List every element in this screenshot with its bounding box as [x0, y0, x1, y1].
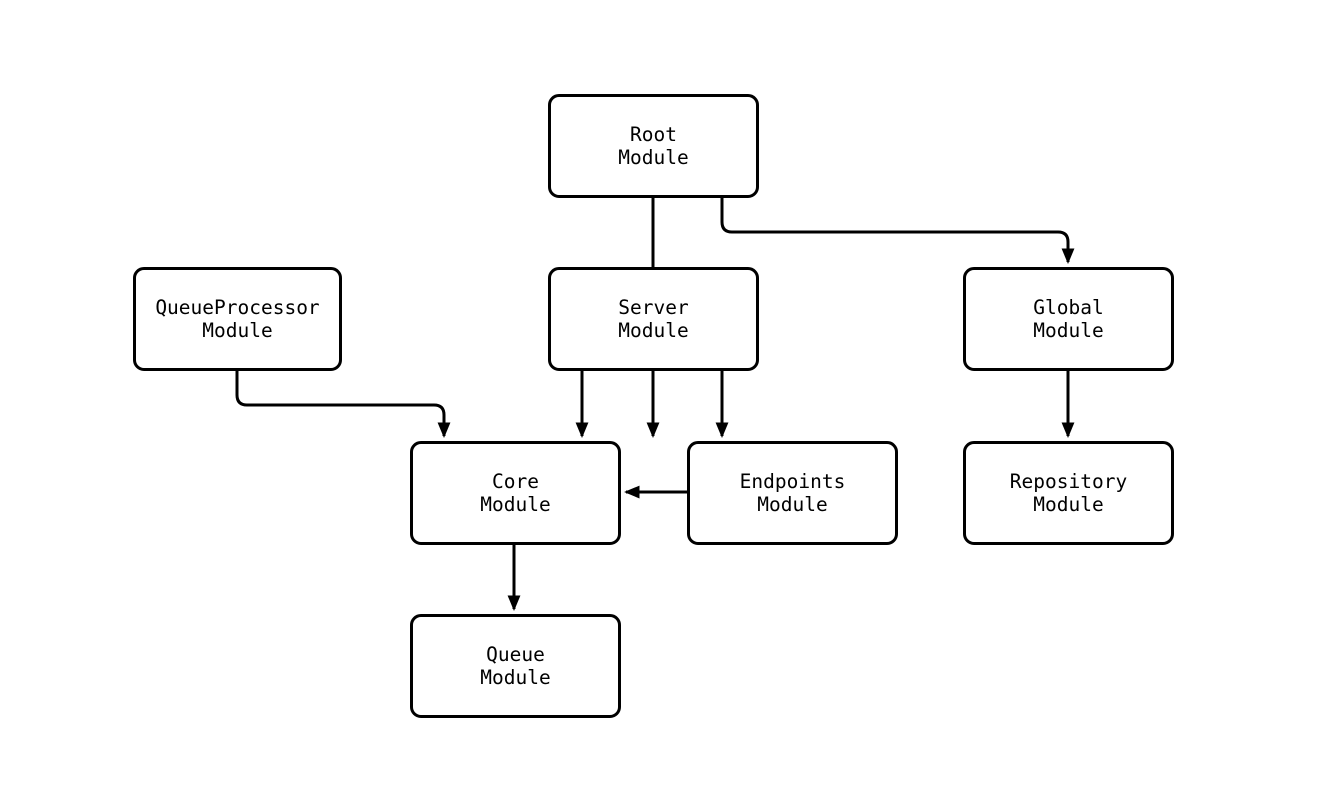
node-root-module[interactable]: Root Module	[548, 94, 759, 198]
node-core-module[interactable]: Core Module	[410, 441, 621, 545]
node-server-module-sublabel: Module	[618, 319, 689, 342]
node-queue-module-label: Queue	[486, 643, 545, 666]
node-queueprocessor-module-label: QueueProcessor	[155, 296, 320, 319]
node-repository-module-sublabel: Module	[1033, 493, 1104, 516]
node-queueprocessor-module-sublabel: Module	[202, 319, 273, 342]
node-root-module-label: Root	[630, 123, 677, 146]
node-global-module[interactable]: Global Module	[963, 267, 1174, 371]
node-core-module-sublabel: Module	[480, 493, 551, 516]
node-server-module-label: Server	[618, 296, 689, 319]
node-queue-module[interactable]: Queue Module	[410, 614, 621, 718]
node-endpoints-module-sublabel: Module	[757, 493, 828, 516]
node-global-module-sublabel: Module	[1033, 319, 1104, 342]
edge-root-global	[720, 198, 1075, 264]
node-endpoints-module[interactable]: Endpoints Module	[687, 441, 898, 545]
node-core-module-label: Core	[492, 470, 539, 493]
node-root-module-sublabel: Module	[618, 146, 689, 169]
node-repository-module[interactable]: Repository Module	[963, 441, 1174, 545]
node-server-module[interactable]: Server Module	[548, 267, 759, 371]
node-repository-module-label: Repository	[1009, 470, 1128, 493]
node-endpoints-module-label: Endpoints	[739, 470, 846, 493]
edge-queueprocessor-core	[235, 371, 451, 438]
node-global-module-label: Global	[1033, 296, 1104, 319]
node-queue-module-sublabel: Module	[480, 666, 551, 689]
node-queueprocessor-module[interactable]: QueueProcessor Module	[133, 267, 342, 371]
